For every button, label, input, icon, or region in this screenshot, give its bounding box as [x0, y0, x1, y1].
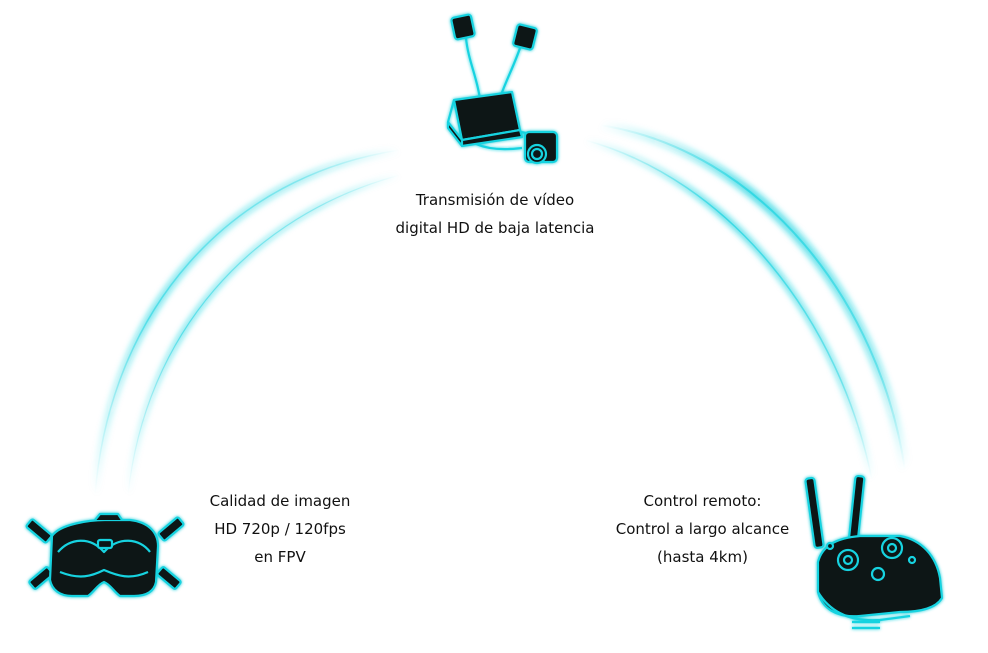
signal-arc-left [91, 146, 401, 496]
goggles-label-line-3: en FPV [254, 548, 306, 566]
remote-controller-icon [804, 474, 944, 630]
fpv-goggles-icon [25, 512, 185, 598]
transmission-label-line-2: digital HD de baja latencia [395, 219, 595, 237]
remote-label-line-2: Control a largo alcance [615, 520, 790, 538]
goggles-label: Calidad de imagen HD 720p / 120fps en FP… [190, 487, 370, 571]
signal-arc-right [584, 120, 910, 481]
goggles-label-line-1: Calidad de imagen [209, 492, 351, 510]
goggles-label-line-2: HD 720p / 120fps [214, 520, 346, 538]
remote-label-line-1: Control remoto: [643, 492, 762, 510]
transmission-label-line-1: Transmisión de vídeo [415, 191, 575, 209]
remote-label-line-3: (hasta 4km) [657, 548, 748, 566]
remote-label: Control remoto: Control a largo alcance … [595, 487, 810, 571]
transmission-label: Transmisión de vídeo digital HD de baja … [360, 186, 630, 242]
air-unit-transmitter-icon [446, 13, 559, 165]
